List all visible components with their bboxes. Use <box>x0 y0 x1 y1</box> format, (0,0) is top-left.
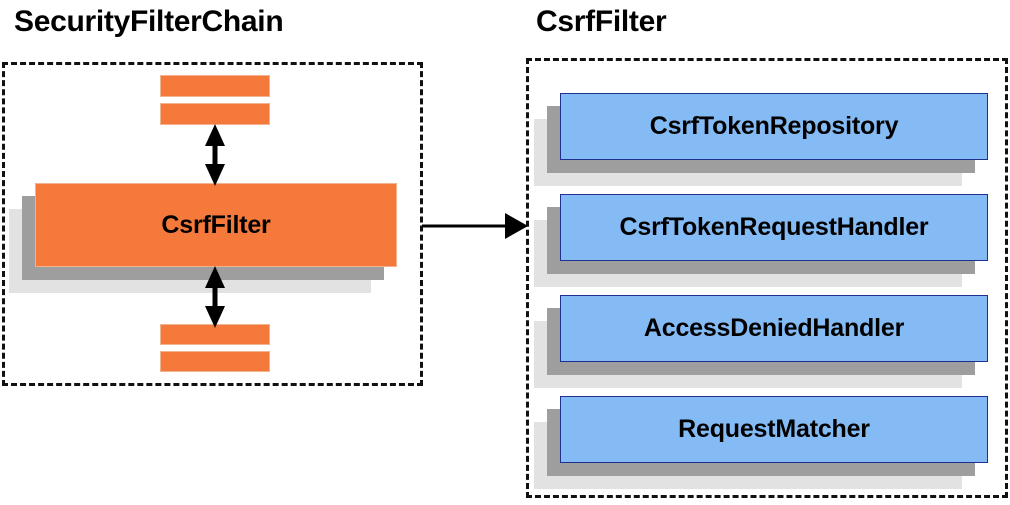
box-face: CsrfFilter <box>35 183 397 267</box>
page-title-csrf-filter: CsrfFilter <box>536 5 667 38</box>
csrf-filter-box[interactable]: CsrfFilter <box>9 183 397 293</box>
chain-slab-below-2 <box>160 351 270 372</box>
collaborator-label: RequestMatcher <box>678 415 870 443</box>
collaborator-label: CsrfTokenRepository <box>649 112 899 140</box>
collaborator-box-request-matcher[interactable]: RequestMatcher <box>534 396 988 489</box>
box-face: AccessDeniedHandler <box>560 295 988 362</box>
collaborator-box-csrf-token-repository[interactable]: CsrfTokenRepository <box>534 93 988 186</box>
box-face: CsrfTokenRepository <box>560 93 988 160</box>
csrf-filter-collaborators-panel <box>526 58 1008 498</box>
chain-slab-above-2 <box>160 103 270 125</box>
page-title-security-filter-chain: SecurityFilterChain <box>14 5 284 38</box>
chain-slab-above-1 <box>160 75 270 97</box>
chain-slab-below-1 <box>160 324 270 345</box>
connector-arrow-right-icon <box>422 213 528 239</box>
collaborator-box-csrf-token-request-handler[interactable]: CsrfTokenRequestHandler <box>534 194 988 287</box>
collaborator-box-access-denied-handler[interactable]: AccessDeniedHandler <box>534 295 988 388</box>
collaborator-label: CsrfTokenRequestHandler <box>619 213 929 241</box>
security-filter-chain-panel <box>2 62 423 386</box>
csrf-filter-label: CsrfFilter <box>161 210 271 239</box>
box-face: CsrfTokenRequestHandler <box>560 194 988 261</box>
collaborator-label: AccessDeniedHandler <box>643 314 905 342</box>
box-face: RequestMatcher <box>560 396 988 463</box>
